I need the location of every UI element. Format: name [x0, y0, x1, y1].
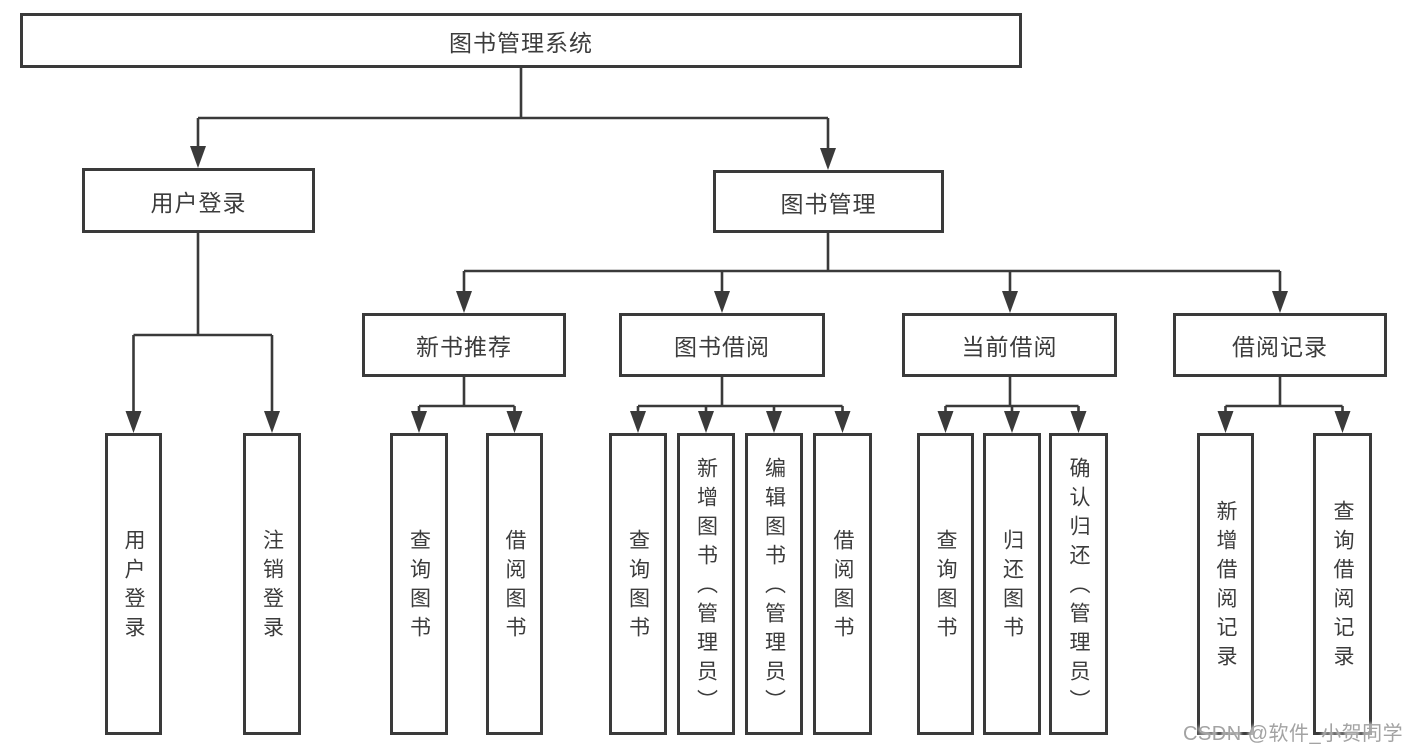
leaf-confirm-return-admin: 确认归还（管理员）: [1049, 433, 1108, 735]
leaf-query-borrow-record: 查询借阅记录: [1313, 433, 1372, 735]
leaf-edit-books-admin: 编辑图书（管理员）: [745, 433, 803, 735]
leaf-return-books: 归还图书: [983, 433, 1041, 735]
arrowheads: [125, 146, 1351, 433]
leaf-logout: 注销登录: [243, 433, 301, 735]
node-borrowing-records: 借阅记录: [1173, 313, 1387, 377]
csdn-watermark: CSDN @软件_小贺同学: [1183, 723, 1404, 745]
leaf-borrow-books: 借阅图书: [813, 433, 872, 735]
leaf-borrow-books-recommend: 借阅图书: [486, 433, 543, 735]
leaf-query-books-borrowing: 查询图书: [609, 433, 667, 735]
node-book-borrowing: 图书借阅: [619, 313, 825, 377]
node-current-borrowing: 当前借阅: [902, 313, 1117, 377]
leaf-add-books-admin: 新增图书（管理员）: [677, 433, 735, 735]
leaf-add-borrow-record: 新增借阅记录: [1197, 433, 1254, 735]
node-book-management: 图书管理: [713, 170, 944, 233]
leaf-query-books-recommend: 查询图书: [390, 433, 448, 735]
node-new-book-recommendation: 新书推荐: [362, 313, 566, 377]
node-root-library-management-system: 图书管理系统: [20, 13, 1022, 68]
leaf-query-books-current: 查询图书: [917, 433, 974, 735]
leaf-user-login: 用户登录: [105, 433, 162, 735]
node-user-login: 用户登录: [82, 168, 315, 233]
